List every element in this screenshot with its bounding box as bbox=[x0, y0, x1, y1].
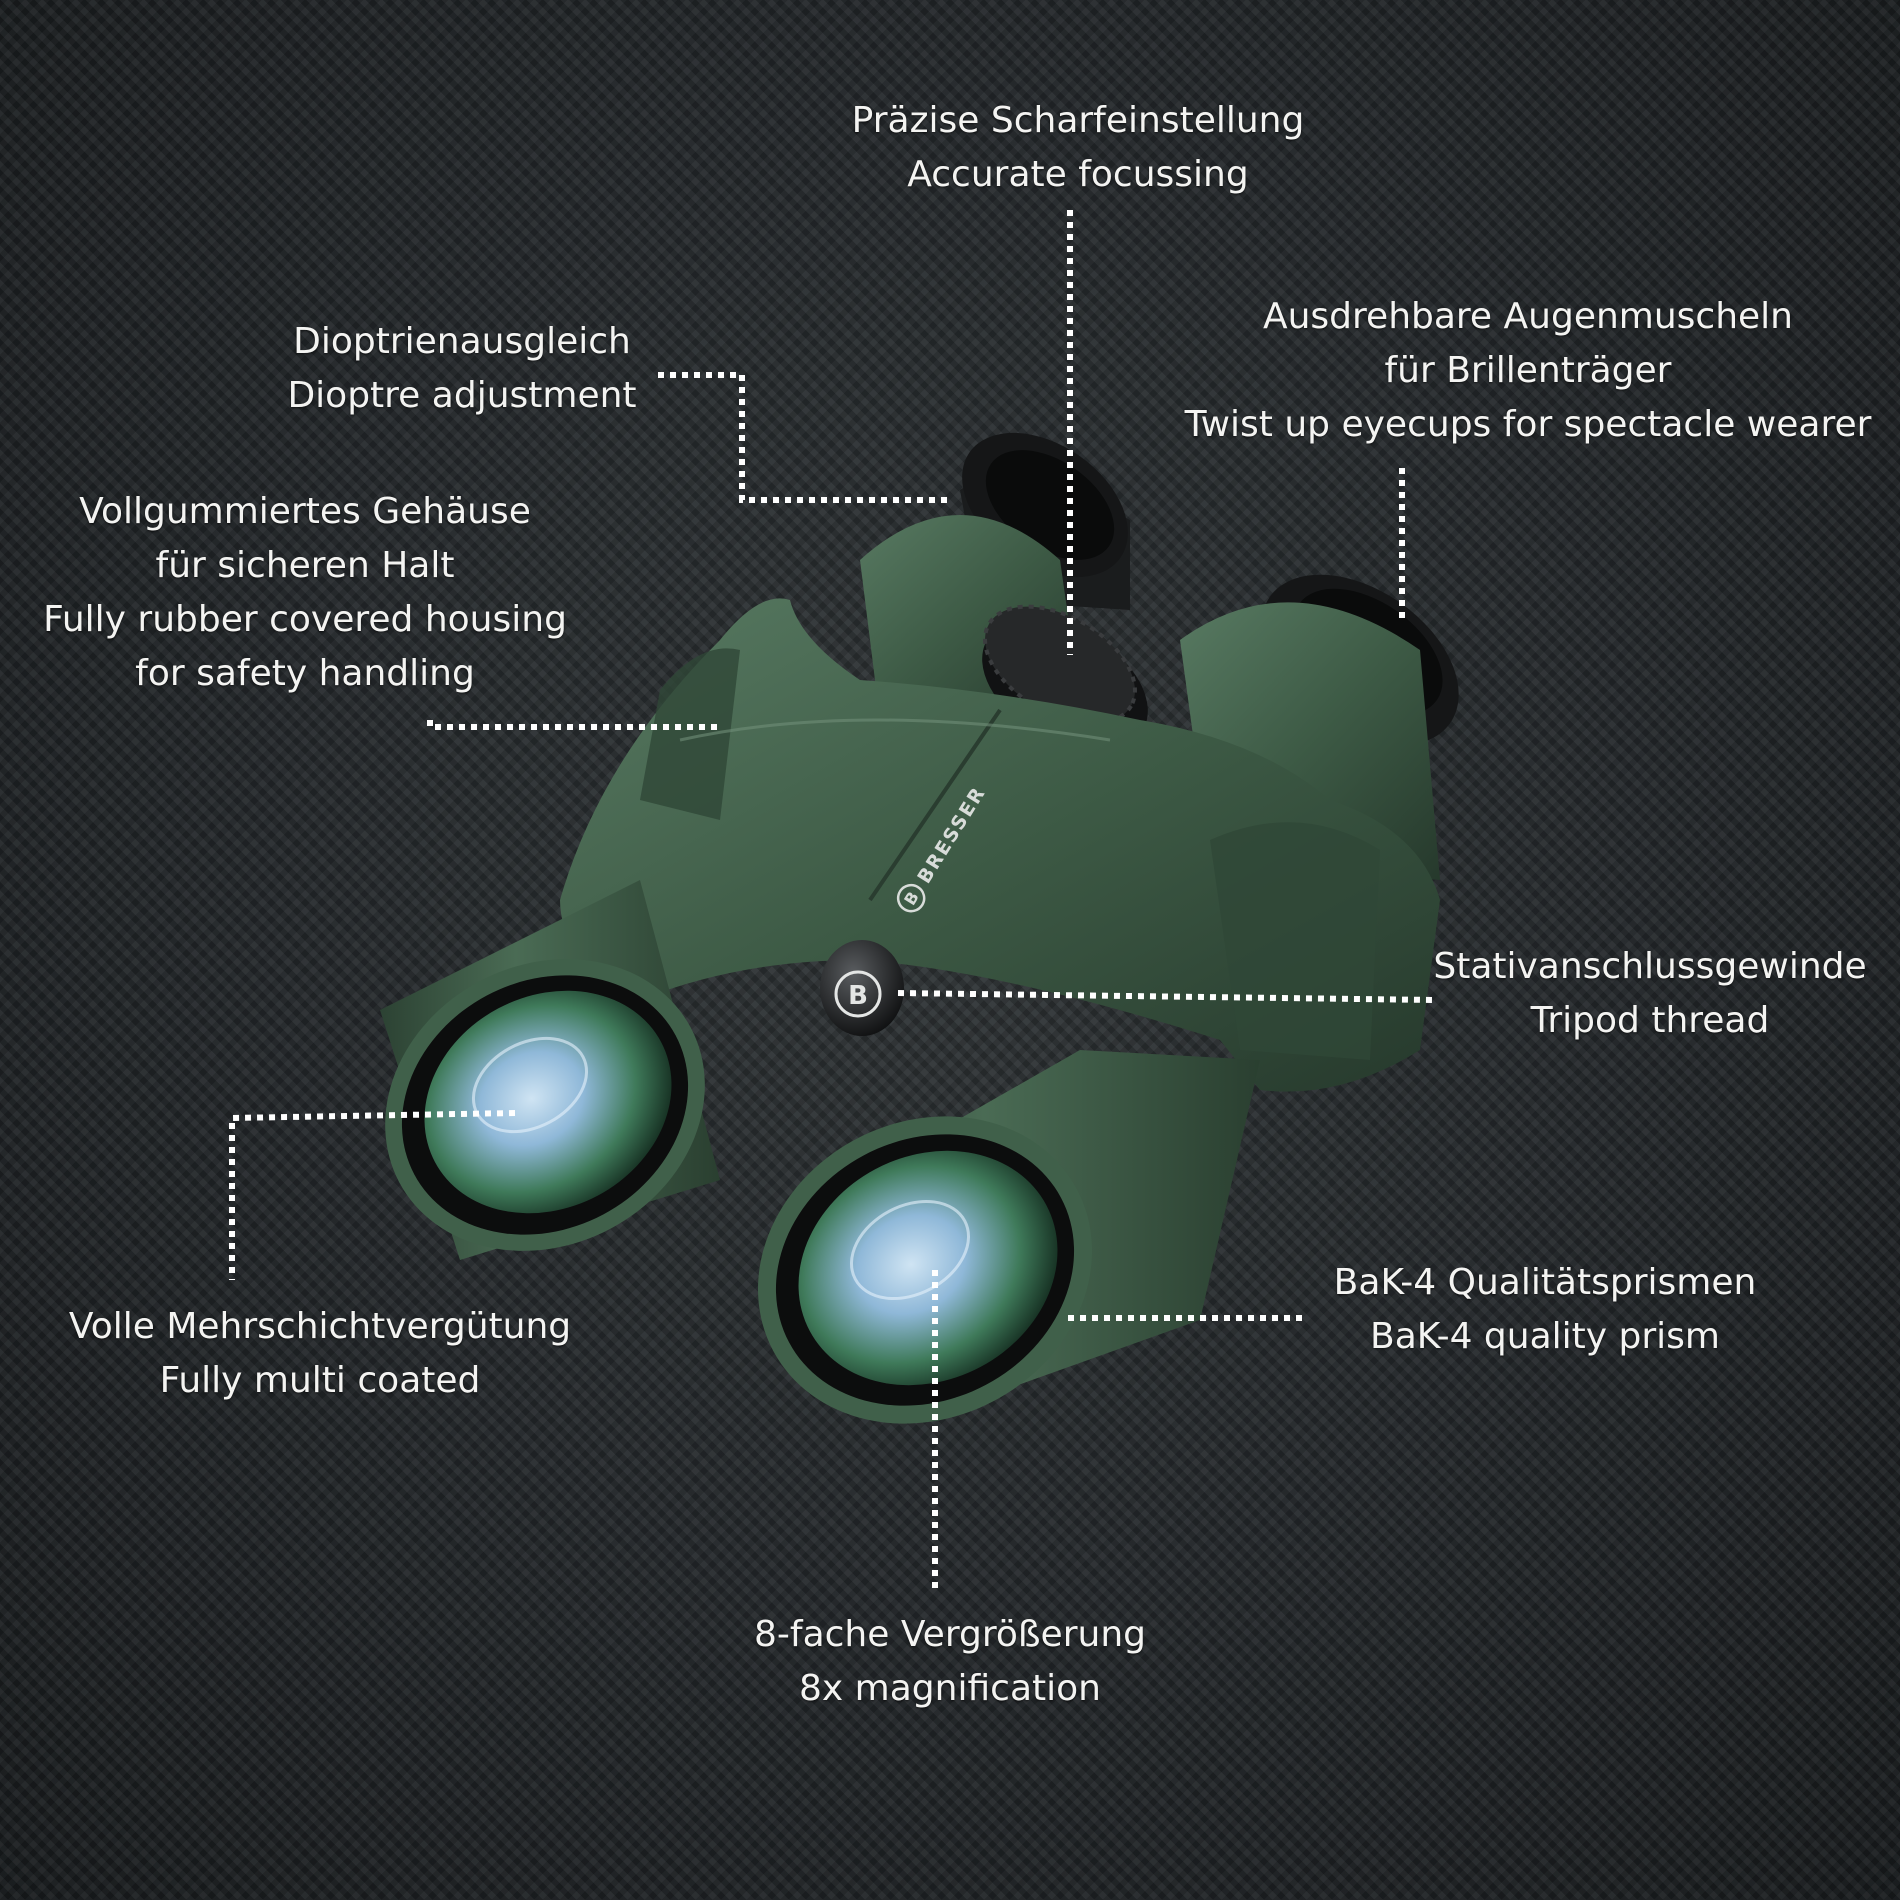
label-magnification-en: 8x magnification bbox=[799, 1668, 1101, 1709]
label-eyecups-de2: für Brillenträger bbox=[1384, 350, 1672, 391]
label-housing-en2: for safety handling bbox=[135, 653, 475, 694]
leader-housing bbox=[427, 720, 718, 730]
left-grip-texture bbox=[640, 648, 740, 820]
label-diopter-en: Dioptre adjustment bbox=[287, 375, 637, 416]
label-housing: Vollgummiertes Gehäuse für sicheren Halt… bbox=[43, 485, 567, 701]
label-housing-en1: Fully rubber covered housing bbox=[43, 599, 567, 640]
label-coating-de: Volle Mehrschichtvergütung bbox=[68, 1306, 572, 1347]
label-eyecups: Ausdrehbare Augenmuscheln für Brillenträ… bbox=[1185, 290, 1872, 452]
label-focus: Präzise Scharfeinstellung Accurate focus… bbox=[852, 94, 1305, 202]
label-focus-de: Präzise Scharfeinstellung bbox=[851, 100, 1305, 141]
label-prism-en: BaK-4 quality prism bbox=[1369, 1316, 1720, 1357]
label-diopter: Dioptrienausgleich Dioptre adjustment bbox=[287, 315, 636, 423]
leader-tripod bbox=[897, 990, 1436, 1003]
label-prism: BaK-4 Qualitätsprismen BaK-4 quality pri… bbox=[1334, 1256, 1757, 1364]
bridge-housing bbox=[560, 598, 1440, 1092]
label-prism-de: BaK-4 Qualitätsprismen bbox=[1333, 1262, 1757, 1303]
label-housing-de1: Vollgummiertes Gehäuse bbox=[79, 491, 531, 532]
leader-lines bbox=[229, 210, 1436, 1588]
tripod-thread-knob: B bbox=[820, 940, 904, 1036]
label-coating: Volle Mehrschichtvergütung Fully multi c… bbox=[69, 1300, 571, 1408]
label-eyecups-en: Twist up eyecups for spectacle wearer bbox=[1184, 404, 1872, 445]
label-magnification: 8-fache Vergrößerung 8x magnification bbox=[754, 1608, 1146, 1716]
label-housing-de2: für sicheren Halt bbox=[155, 545, 455, 586]
right-objective-lens bbox=[798, 1150, 1058, 1386]
label-eyecups-de1: Ausdrehbare Augenmuscheln bbox=[1262, 296, 1793, 337]
housing-highlight bbox=[679, 718, 1111, 742]
center-seam bbox=[868, 708, 1002, 902]
label-coating-en: Fully multi coated bbox=[159, 1360, 481, 1401]
label-tripod: Stativanschlussgewinde Tripod thread bbox=[1433, 940, 1866, 1048]
label-focus-en: Accurate focussing bbox=[907, 154, 1249, 195]
label-magnification-de: 8-fache Vergrößerung bbox=[754, 1614, 1146, 1655]
label-tripod-de: Stativanschlussgewinde bbox=[1433, 946, 1867, 987]
label-diopter-de: Dioptrienausgleich bbox=[293, 321, 631, 362]
svg-text:B: B bbox=[848, 981, 868, 1011]
leader-diopter bbox=[658, 372, 952, 503]
label-tripod-en: Tripod thread bbox=[1530, 1000, 1770, 1041]
right-grip-texture bbox=[1210, 822, 1380, 1060]
